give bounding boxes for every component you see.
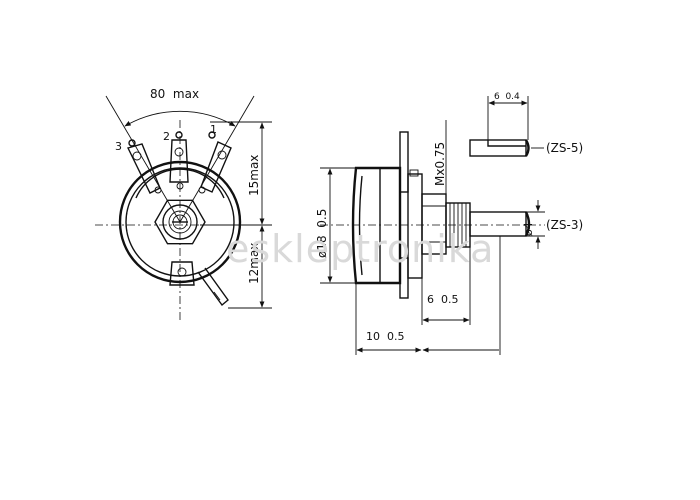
bushing-circle <box>162 204 198 240</box>
side-shaft-end <box>524 211 531 237</box>
body-outer-ring <box>118 160 242 284</box>
side-shaft <box>469 211 527 237</box>
angle-dimension-label: 80 max <box>150 87 199 101</box>
terminal-1-number: 1 <box>210 123 217 136</box>
thread-label: Mx0.75 <box>433 142 447 186</box>
side-body-edge <box>358 175 363 276</box>
mounting-lug <box>169 261 229 307</box>
zs3-code: (ZS-3) <box>546 218 583 232</box>
shaft-diameter-label: ø4 <box>522 222 535 236</box>
angle-dimension-arc <box>124 110 236 127</box>
side-body <box>351 166 402 285</box>
angle-extension-right <box>179 95 255 223</box>
terminal-2-lug <box>169 131 189 183</box>
body-inner-ring <box>125 167 235 277</box>
terminal-2-number: 2 <box>163 130 170 143</box>
shaft-option-zs5: 6 0.4 (ZS-5) <box>469 92 583 157</box>
side-terminal-top <box>399 131 409 193</box>
watermark: eskleptronika <box>226 227 494 271</box>
rivet <box>176 182 184 190</box>
zs5-code: (ZS-5) <box>546 141 583 155</box>
body-length-label: 10 0.5 <box>366 330 404 343</box>
height-lower-label: 12max <box>247 243 261 284</box>
bushing-length-label: 6 0.5 <box>427 293 459 306</box>
shaft-circle <box>168 210 192 234</box>
zs5-dimension-label: 6 0.4 <box>494 92 520 102</box>
angle-extension-left <box>105 95 181 223</box>
front-view: 3 2 1 80 max 15max 12max <box>95 87 272 320</box>
height-upper-label: 15max <box>247 155 261 196</box>
zs5-flat <box>487 140 526 147</box>
terminal-3-number: 3 <box>115 140 122 153</box>
resistive-track <box>135 168 225 199</box>
body-diameter-label: ø18 0.5 <box>315 209 329 258</box>
shaft-option-zs3: (ZS-3) <box>546 218 583 232</box>
side-plate-tab <box>409 169 419 177</box>
side-view: ø18 0.5 Mx0.75 ø4 6 0.5 10 0.5 <box>315 120 545 355</box>
zs5-shaft <box>469 139 527 157</box>
